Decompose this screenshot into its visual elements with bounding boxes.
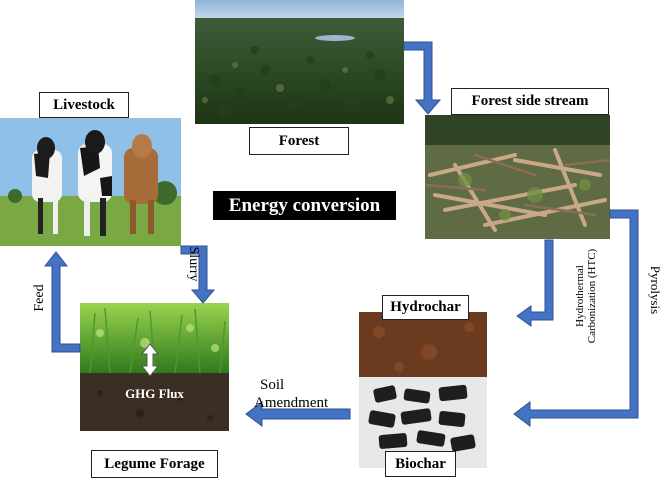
arrow-feed	[43, 251, 81, 353]
ghg-double-arrow	[140, 343, 160, 377]
arrow-htc	[516, 239, 554, 327]
forest-side-stream-photo	[425, 115, 610, 239]
char-photo	[359, 312, 487, 468]
energy-conversion-title: Energy conversion	[213, 191, 396, 220]
biochar-label: Biochar	[385, 451, 456, 477]
ghg-flux-label: GHG Flux	[125, 386, 184, 401]
livestock-label: Livestock	[39, 92, 129, 118]
pyrolysis-label: Pyrolysis	[648, 265, 663, 315]
soil-amendment-label: Soil Amendment	[254, 376, 354, 412]
legume-forage-photo	[80, 303, 229, 431]
legume-forage-label: Legume Forage	[91, 450, 218, 478]
forest-label: Forest	[249, 127, 349, 155]
soil-label-line1: Soil	[260, 377, 285, 393]
soil-label-line2: Amendment	[254, 395, 329, 411]
htc-label-line1: Hydrothermal	[574, 265, 586, 327]
forest-photo	[195, 0, 404, 124]
arrow-pyrolysis	[513, 209, 639, 427]
slurry-label: Slurry	[186, 246, 201, 282]
arrow-soil-amendment	[245, 401, 351, 427]
forest-side-stream-label: Forest side stream	[451, 88, 609, 115]
arrow-forest-to-sidestream	[403, 41, 442, 115]
htc-label-line2: Carbonization (HTC)	[586, 248, 598, 344]
arrow-slurry	[180, 245, 216, 304]
feed-label: Feed	[32, 284, 47, 312]
livestock-photo	[0, 118, 181, 246]
hydrochar-label: Hydrochar	[382, 295, 469, 320]
